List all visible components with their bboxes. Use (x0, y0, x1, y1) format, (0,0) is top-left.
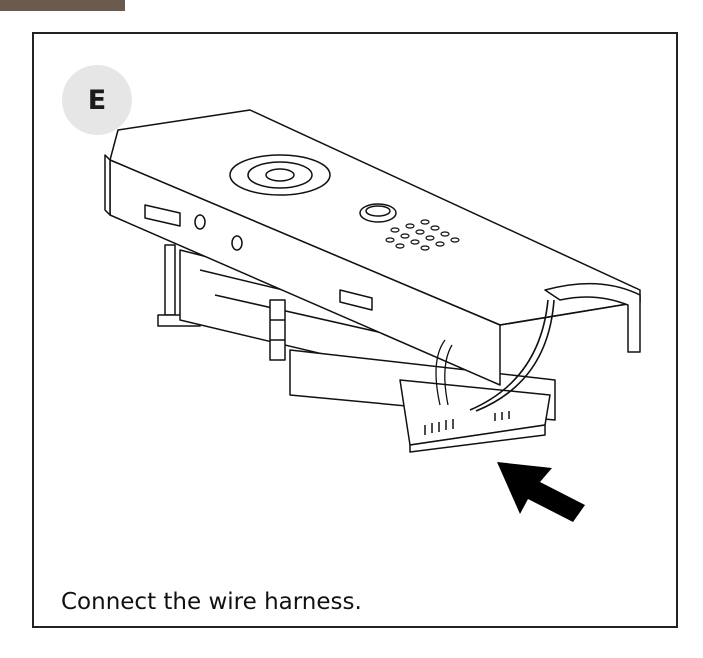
header-accent-tab (0, 0, 125, 11)
step-badge: E (62, 65, 132, 135)
step-letter: E (87, 84, 107, 116)
instruction-caption: Connect the wire harness. (61, 589, 362, 615)
insert-arrow-icon (497, 462, 585, 522)
